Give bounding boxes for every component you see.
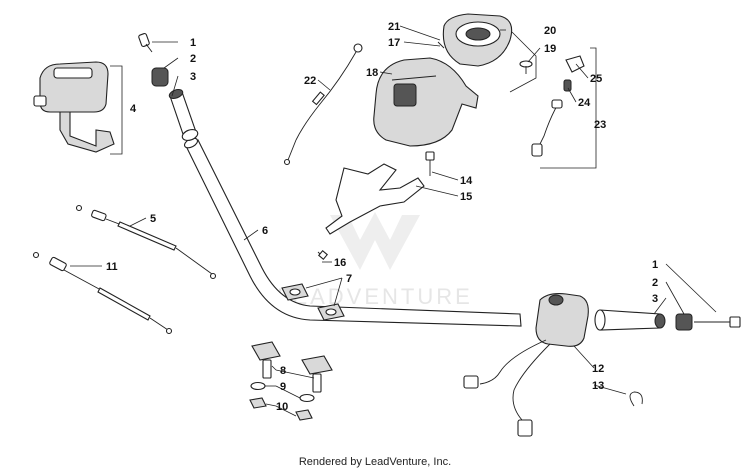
right-grip-screw (694, 316, 741, 328)
callout-10: 10 (276, 401, 288, 413)
callout-2-left: 2 (190, 53, 196, 65)
switch-wiring-harness (463, 339, 551, 437)
cover-bracket[interactable] (325, 151, 435, 235)
master-cylinder[interactable] (33, 61, 115, 153)
upper-clamp-right[interactable] (317, 303, 345, 321)
callout-4: 4 (130, 103, 137, 115)
leader-lines (70, 25, 717, 417)
callout-8: 8 (280, 365, 286, 377)
callout-11: 11 (106, 261, 118, 273)
speedometer[interactable] (442, 13, 513, 67)
callout-1-right: 1 (652, 259, 658, 271)
lower-clamp-right[interactable] (301, 355, 333, 393)
callout-25: 25 (590, 73, 602, 85)
bracket-20 (509, 31, 537, 93)
watermark-text: LEADVENTURE (277, 284, 473, 309)
callout-22: 22 (304, 75, 316, 87)
callout-17: 17 (388, 37, 400, 49)
left-grip (168, 89, 199, 141)
callout-21: 21 (388, 21, 400, 33)
handlebar-cover[interactable] (373, 57, 479, 147)
right-grip-assembly[interactable] (594, 309, 741, 331)
nuts (249, 397, 313, 421)
callout-23: 23 (594, 119, 606, 131)
callout-24: 24 (578, 97, 591, 109)
bracket-23 (540, 47, 597, 169)
callout-14: 14 (460, 175, 473, 187)
callout-12: 12 (592, 363, 604, 375)
indicator-bulb (563, 79, 572, 92)
callout-labels: 1 2 3 4 5 6 7 8 9 10 11 12 13 14 15 16 1… (106, 21, 658, 413)
left-grip-end-cap (151, 67, 169, 87)
left-grip-assembly[interactable] (138, 33, 199, 142)
screw-16 (317, 249, 329, 261)
callout-2-right: 2 (652, 277, 658, 289)
callout-1-left: 1 (190, 37, 196, 49)
callout-9: 9 (280, 381, 286, 393)
footer-credit: Rendered by LeadVenture, Inc. (298, 456, 452, 468)
lower-clamp-left[interactable] (251, 341, 281, 379)
choke-cable[interactable] (32, 251, 173, 335)
indicator-light-assembly[interactable] (531, 55, 585, 157)
speedometer-cable[interactable] (283, 43, 363, 166)
callout-3-right: 3 (652, 293, 658, 305)
callout-16: 16 (334, 257, 346, 269)
upper-clamp-left[interactable] (281, 283, 309, 301)
switch-housing[interactable] (535, 293, 589, 347)
right-grip-end-cap (675, 313, 693, 331)
bracket-4 (110, 65, 123, 155)
snap-ring[interactable] (629, 391, 643, 407)
watermark: LEADVENTURE (277, 212, 473, 309)
callout-18: 18 (366, 67, 378, 79)
callout-3-left: 3 (190, 71, 196, 83)
callout-19: 19 (544, 43, 556, 55)
callout-15: 15 (460, 191, 472, 203)
callout-20: 20 (544, 25, 556, 37)
callout-6: 6 (262, 225, 268, 237)
throttle-cable[interactable] (75, 204, 217, 280)
callout-7: 7 (346, 273, 352, 285)
callout-5: 5 (150, 213, 156, 225)
left-grip-screw (138, 33, 153, 53)
screw-19 (519, 60, 533, 74)
callout-13: 13 (592, 380, 604, 392)
screw-17 (437, 41, 445, 49)
